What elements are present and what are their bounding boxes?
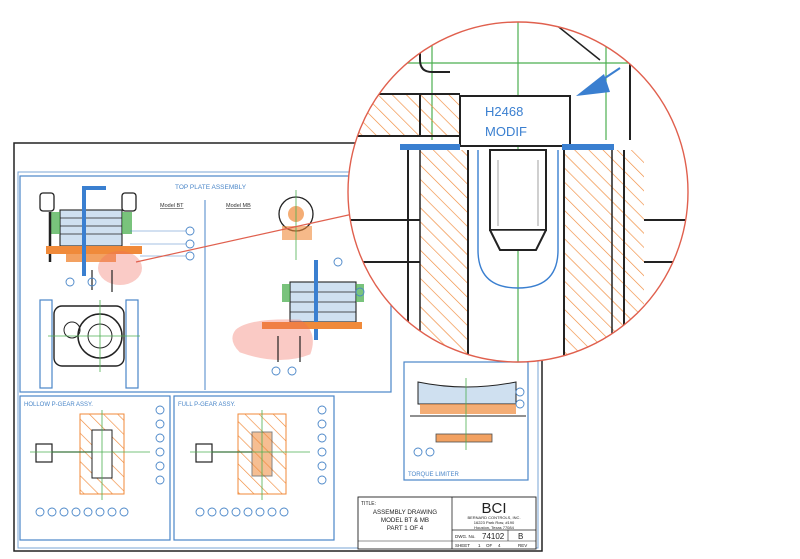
- pointer-arrow-icon: [576, 67, 621, 96]
- title-line-2: MODEL BT & MB: [381, 517, 429, 524]
- dwg-no-value: 74102: [482, 532, 505, 541]
- title-line-3: PART 1 OF 4: [387, 525, 424, 532]
- model-bt-assembly: [39, 186, 195, 292]
- label-model-mb: Model MB: [226, 203, 251, 209]
- top-plate-panel: TOP PLATE ASSEMBLY Model BT Model MB: [19, 175, 392, 393]
- model-mb-assembly: [232, 190, 365, 376]
- hollow-p-gear-panel: HOLLOW P-GEAR ASSY.: [19, 395, 171, 541]
- dwg-no-label: DWG. No.: [455, 534, 476, 539]
- sheet-of: OF: [486, 543, 493, 548]
- panel-title-top-plate: TOP PLATE ASSEMBLY: [175, 184, 247, 191]
- company-name: BERNARD CONTROLS, INC.: [467, 515, 520, 520]
- label-model-bt: Model BT: [160, 203, 184, 209]
- full-balloons: [195, 405, 327, 517]
- rev-label: REV: [518, 543, 527, 548]
- title-block: TITLE: ASSEMBLY DRAWING MODEL BT & MB PA…: [357, 496, 537, 550]
- title-line-1: ASSEMBLY DRAWING: [373, 509, 437, 516]
- sheet-label: SHEET: [455, 543, 470, 548]
- sheet-number: 1: [478, 543, 481, 548]
- rev-value: B: [518, 532, 523, 541]
- hollow-balloons: [35, 405, 165, 517]
- panel-title-torque: TORQUE LIMITER: [408, 472, 460, 478]
- callout-modif-label: MODIF: [485, 124, 527, 139]
- title-label: TITLE:: [361, 501, 376, 507]
- full-p-gear-panel: FULL P-GEAR ASSY.: [173, 395, 335, 541]
- sheet-total: 4: [498, 543, 501, 548]
- company-address-2: Houston, Texas 77084: [474, 525, 515, 530]
- callout-part-number: H2468: [485, 104, 523, 119]
- magnified-detail: H2468 MODIF: [347, 21, 689, 363]
- zoom-connector: [135, 211, 363, 263]
- panel-title-hollow: HOLLOW P-GEAR ASSY.: [24, 402, 93, 408]
- torque-limiter-panel: TORQUE LIMITER: [403, 361, 529, 481]
- model-bt-top-view: [39, 299, 140, 389]
- company-logo: BCI: [481, 500, 506, 517]
- panel-title-full: FULL P-GEAR ASSY.: [178, 402, 236, 408]
- company-address-1: 16223 Park Row, #190: [474, 520, 515, 525]
